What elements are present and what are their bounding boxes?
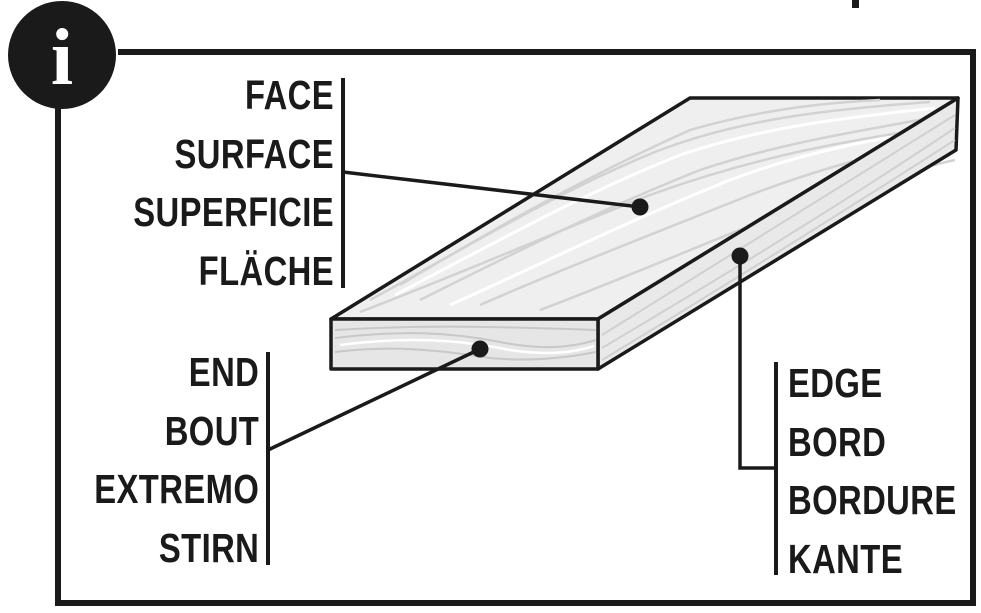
face-grain-light [394,106,949,307]
info-icon: i [8,1,116,109]
edge-marker-dot [731,247,749,265]
top-edge-tick [852,0,859,8]
edge-label-fr: BORD [788,418,887,465]
face-marker-dot [631,198,649,216]
end-grain-light [339,338,595,355]
end-label-en: END [188,349,259,395]
end-labels: END BOUT EXTREMO STIRN [94,343,259,577]
svg-text:i: i [51,14,73,102]
end-label-fr: BOUT [164,407,259,454]
face-label-en: FACE [244,72,334,118]
edge-label-de: KANTE [788,535,903,582]
face-label-de: FLÄCHE [198,247,334,294]
edge-callout [731,247,778,575]
end-marker-dot [471,340,489,358]
face-label-fr: SURFACE [174,130,334,177]
edge-label-en: EDGE [788,360,883,406]
face-label-es: SUPERFICIE [133,189,334,235]
end-callout [266,340,489,565]
face-callout [341,78,649,288]
edge-grain [601,114,956,361]
edge-labels: EDGE BORD BORDURE KANTE [788,354,957,588]
end-label-es: EXTREMO [94,466,259,512]
end-grain [334,325,597,361]
end-label-de: STIRN [158,524,259,571]
edge-label-es: BORDURE [788,477,957,523]
frame-border [55,49,976,606]
wood-board [329,96,960,371]
face-labels: FACE SURFACE SUPERFICIE FLÄCHE [133,66,334,300]
